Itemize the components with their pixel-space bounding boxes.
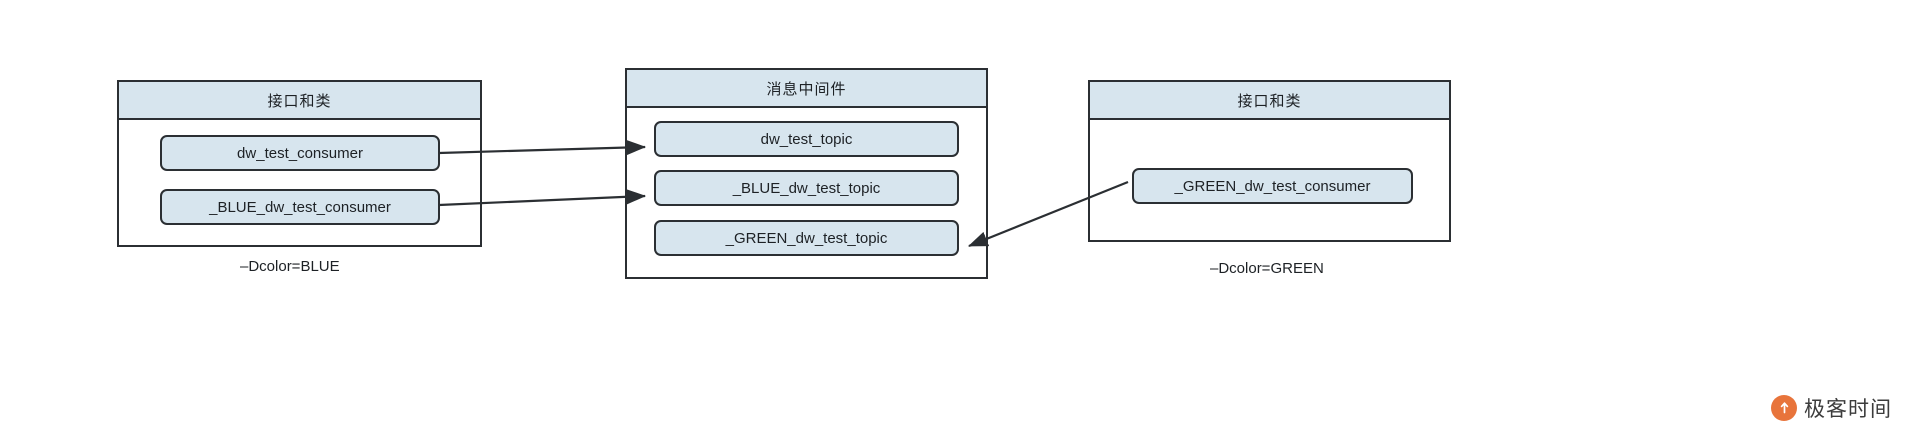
geektime-logo-icon <box>1771 395 1797 421</box>
package-title-middle: 消息中间件 <box>627 70 986 108</box>
node-green-dw-test-consumer[interactable]: _GREEN_dw_test_consumer <box>1132 168 1413 204</box>
watermark-text: 极客时间 <box>1804 398 1892 421</box>
node-blue-dw-test-topic[interactable]: _BLUE_dw_test_topic <box>654 170 959 206</box>
package-body-right: _GREEN_dw_test_consumer <box>1090 120 1449 240</box>
package-interfaces-and-classes-blue: 接口和类 dw_test_consumer _BLUE_dw_test_cons… <box>117 80 482 247</box>
caption-dcolor-blue: –Dcolor=BLUE <box>240 258 340 275</box>
watermark: 极客时间 <box>1771 393 1892 423</box>
node-dw-test-consumer[interactable]: dw_test_consumer <box>160 135 440 171</box>
package-title-left: 接口和类 <box>119 82 480 120</box>
node-dw-test-topic[interactable]: dw_test_topic <box>654 121 959 157</box>
package-body-left: dw_test_consumer _BLUE_dw_test_consumer <box>119 120 480 245</box>
caption-dcolor-green: –Dcolor=GREEN <box>1210 260 1324 277</box>
package-interfaces-and-classes-green: 接口和类 _GREEN_dw_test_consumer <box>1088 80 1451 242</box>
package-title-right: 接口和类 <box>1090 82 1449 120</box>
package-body-middle: dw_test_topic _BLUE_dw_test_topic _GREEN… <box>627 108 986 277</box>
node-green-dw-test-topic[interactable]: _GREEN_dw_test_topic <box>654 220 959 256</box>
node-blue-dw-test-consumer[interactable]: _BLUE_dw_test_consumer <box>160 189 440 225</box>
package-message-middleware: 消息中间件 dw_test_topic _BLUE_dw_test_topic … <box>625 68 988 279</box>
